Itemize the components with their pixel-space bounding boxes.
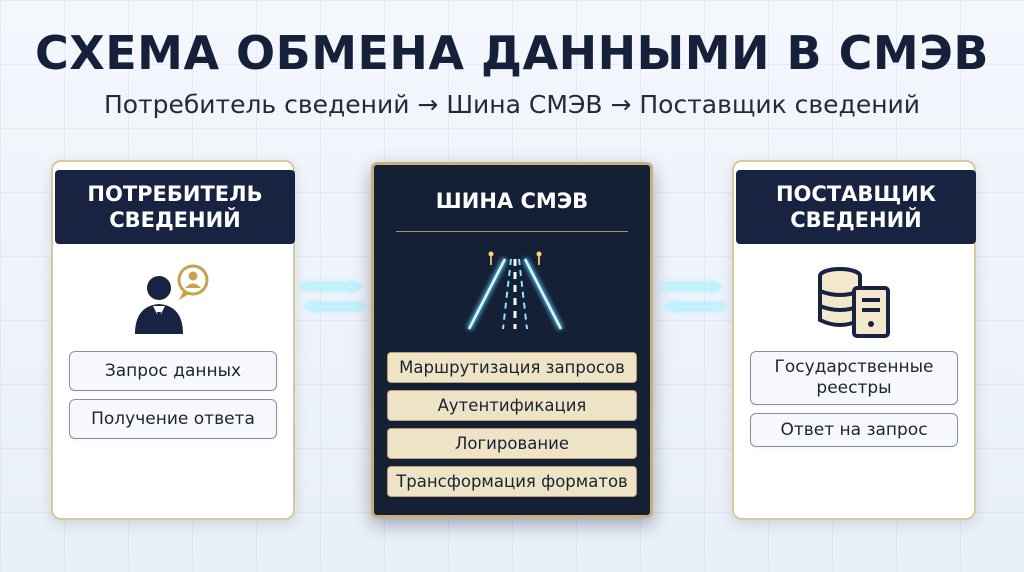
user-request-icon	[53, 262, 293, 352]
bus-function-transformation: Трансформация форматов	[387, 466, 637, 497]
consumer-header: ПОТРЕБИТЕЛЬ СВЕДЕНИЙ	[55, 170, 295, 244]
bus-function-logging: Логирование	[387, 428, 637, 459]
provider-item-registries: Государственные реестры	[750, 351, 958, 405]
page-title: СХЕМА ОБМЕНА ДАННЫМИ В СМЭВ	[35, 26, 989, 80]
highway-icon	[466, 251, 564, 331]
bus-function-authentication: Аутентификация	[387, 390, 637, 421]
provider-item-response: Ответ на запрос	[750, 413, 958, 447]
bus-function-routing: Маршрутизация запросов	[387, 352, 637, 383]
bus-header: ШИНА СМЭВ	[435, 189, 589, 213]
database-server-icon	[734, 262, 974, 352]
exchange-arrows-icon	[302, 278, 364, 315]
bus-divider	[396, 231, 628, 232]
smev-bus-card: ШИНА СМЭВ Маршрутизация запросов Аутенти…	[371, 162, 653, 518]
provider-card: ПОСТАВЩИК СВЕДЕНИЙ Государственные реест…	[732, 160, 976, 520]
consumer-item-request: Запрос данных	[69, 351, 277, 391]
consumer-card: ПОТРЕБИТЕЛЬ СВЕДЕНИЙ Запрос данных Получ…	[51, 160, 295, 520]
exchange-arrows-icon	[662, 278, 724, 315]
consumer-item-response: Получение ответа	[69, 399, 277, 439]
page-subtitle: Потребитель сведений → Шина СМЭВ → Поста…	[103, 90, 921, 119]
provider-header: ПОСТАВЩИК СВЕДЕНИЙ	[736, 170, 976, 244]
